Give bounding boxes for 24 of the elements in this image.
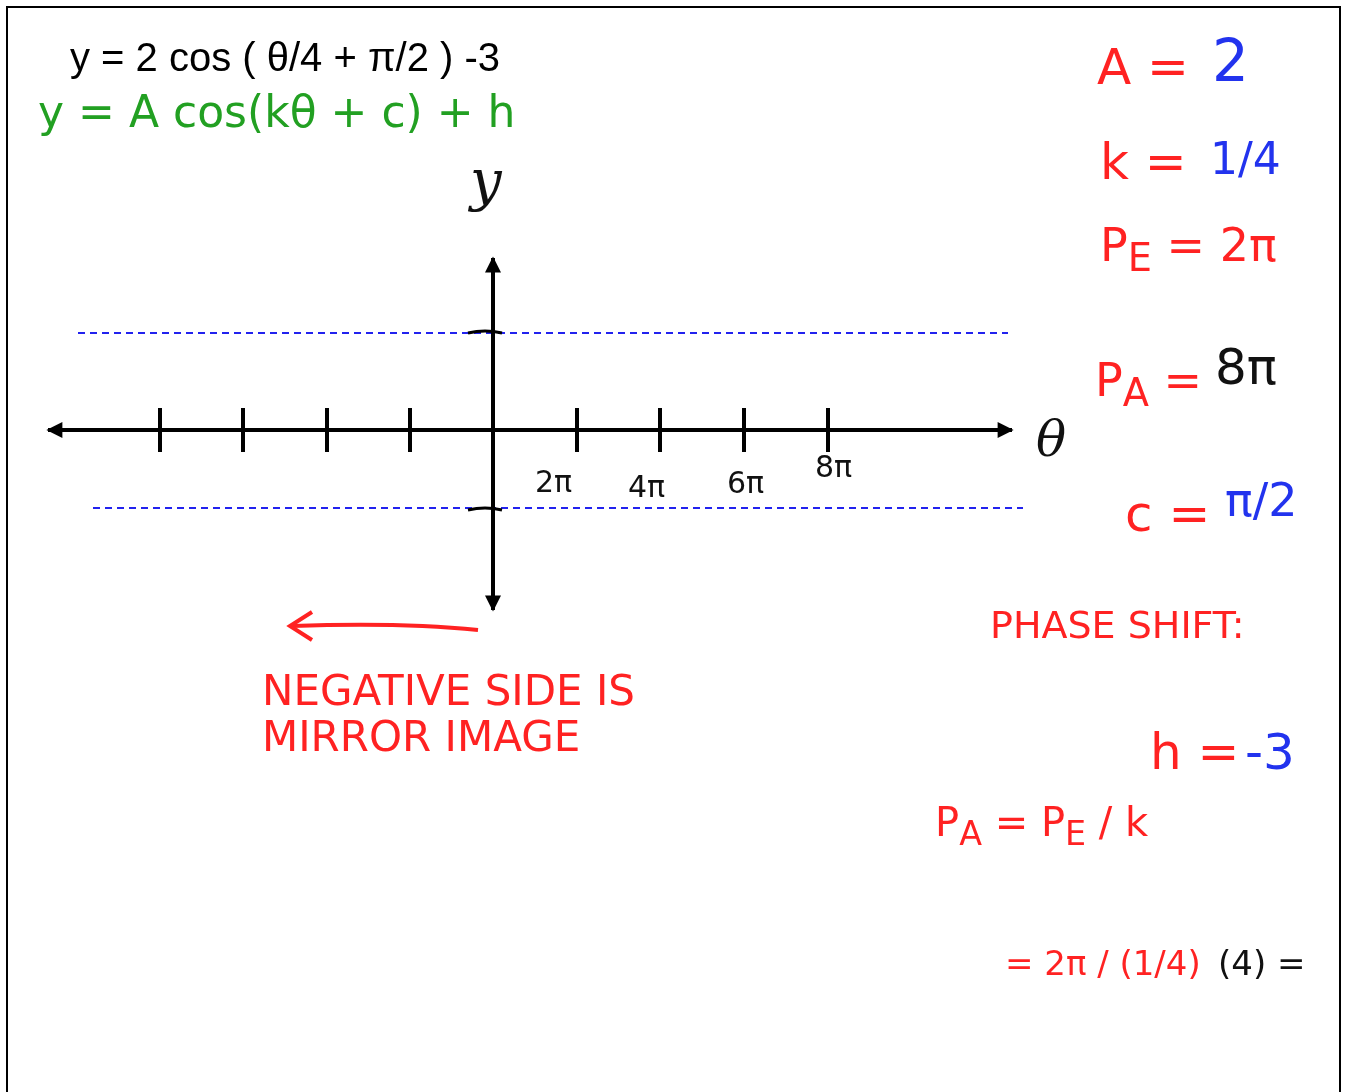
note-text: NEGATIVE SIDE IS MIRROR IMAGE (262, 668, 636, 761)
parameter-label: A = (1097, 40, 1189, 95)
axis-label: θ (1036, 412, 1067, 467)
parameter-value: -3 (1245, 725, 1295, 780)
tick-label: 2π (535, 465, 573, 498)
parameter-label: k = (1100, 135, 1187, 190)
formula-text: = 2π / (1/4) (1005, 945, 1201, 983)
formula-text: (4) = (1218, 945, 1306, 983)
parameter-value: 1/4 (1210, 135, 1281, 184)
axis-label: y (470, 150, 502, 212)
parameter-value: 2 (1212, 30, 1249, 94)
tick-label: 6π (727, 466, 765, 499)
parameter-label: h = (1150, 725, 1240, 780)
parameter-value: 8π (1215, 340, 1277, 395)
equation-title: y = 2 cos ( θ/4 + π/2 ) -3 (70, 35, 500, 79)
parameter-value: π/2 (1225, 475, 1298, 526)
tick-label: 4π (628, 470, 666, 503)
formula-text: P$_{A}$ = P$_{E}$ / k (935, 800, 1149, 853)
general-equation: y = A cos(kθ + c) + h (38, 88, 516, 137)
parameter-label: c = (1125, 487, 1211, 542)
parameter-label: P$_{A}$ = (1095, 355, 1203, 415)
note-text: PHASE SHIFT: (990, 605, 1246, 647)
tick-label: 8π (815, 450, 853, 483)
parameter-label: P$_{E}$ = 2π (1100, 220, 1277, 280)
